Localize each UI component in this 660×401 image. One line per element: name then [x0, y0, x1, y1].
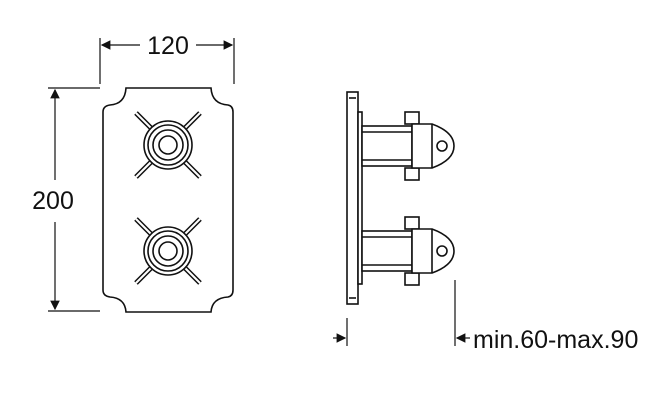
height-label: 200 — [32, 187, 74, 215]
width-dimension — [99, 38, 235, 84]
top-cross-handle — [134, 111, 202, 179]
front-plate — [102, 87, 234, 313]
depth-label: min.60-max.90 — [473, 326, 638, 354]
height-dimension — [48, 87, 100, 312]
upper-spindle — [361, 111, 455, 181]
side-view — [346, 91, 455, 305]
front-view — [102, 87, 234, 313]
lower-spindle — [361, 216, 455, 286]
bottom-cross-handle — [134, 217, 202, 285]
depth-dimension — [333, 280, 470, 346]
width-label: 120 — [147, 32, 189, 60]
side-plate — [346, 91, 359, 305]
